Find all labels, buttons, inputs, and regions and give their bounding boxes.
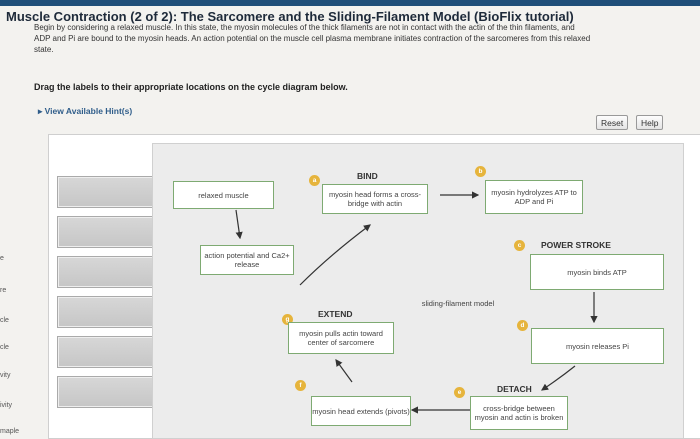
sidebar-item[interactable]: re [0, 287, 7, 294]
intro-line-1: Begin by considering a relaxed muscle. I… [34, 23, 575, 32]
sliding-filament-label: sliding-filament model [421, 299, 495, 308]
view-hints-link[interactable]: ▸ View Available Hint(s) [38, 106, 132, 117]
top-strip [0, 0, 700, 6]
releases-pi-node: myosin releases Pi [531, 328, 664, 364]
head-extends-node: myosin head extends (pivots) [311, 396, 411, 426]
marker-a-icon: a [309, 175, 320, 186]
intro-line-3: state. [34, 45, 54, 54]
bind-heading: BIND [357, 171, 378, 181]
reset-button[interactable]: Reset [596, 115, 629, 130]
sidebar-item[interactable]: cle [0, 317, 9, 324]
action-potential-node: action potential and Ca2+ release [200, 245, 294, 275]
label-bank-slot[interactable] [57, 216, 159, 248]
marker-g-icon: g [282, 314, 293, 325]
extend-heading: EXTEND [318, 309, 353, 319]
label-bank-slot[interactable] [57, 256, 159, 288]
sidebar-item[interactable]: maple [0, 428, 20, 435]
marker-d-icon: d [517, 320, 528, 331]
sidebar-item[interactable]: ivity [0, 402, 13, 409]
bind-node: myosin head forms a cross-bridge with ac… [322, 184, 428, 214]
binds-atp-node: myosin binds ATP [530, 254, 664, 290]
cross-bridge-broken-node: cross-bridge between myosin and actin is… [470, 396, 568, 430]
hydrolyze-atp-node: myosin hydrolyzes ATP to ADP and Pi [485, 180, 583, 214]
intro-text: Begin by considering a relaxed muscle. I… [34, 22, 694, 55]
marker-c-icon: c [514, 240, 525, 251]
pulls-actin-node: myosin pulls actin toward center of sarc… [288, 322, 394, 354]
intro-line-2: ADP and Pi are bound to the myosin heads… [34, 34, 591, 43]
hints-label: View Available Hint(s) [44, 106, 133, 116]
marker-e-icon: e [454, 387, 465, 398]
label-bank-slot[interactable] [57, 336, 159, 368]
sidebar-item[interactable]: e [0, 255, 4, 262]
relaxed-muscle-node: relaxed muscle [173, 181, 274, 209]
page-title: Muscle Contraction (2 of 2): The Sarcome… [6, 9, 574, 24]
triangle-right-icon: ▸ [38, 106, 43, 116]
power-stroke-heading: POWER STROKE [541, 240, 611, 250]
marker-b-icon: b [475, 166, 486, 177]
marker-f-icon: f [295, 380, 306, 391]
label-bank-slot[interactable] [57, 296, 159, 328]
label-bank-slot[interactable] [57, 176, 159, 208]
detach-heading: DETACH [497, 384, 532, 394]
sidebar-item[interactable]: vity [0, 372, 11, 379]
left-sidebar: e re cle cle vity ivity maple [0, 0, 28, 437]
help-button[interactable]: Help [636, 115, 664, 130]
sidebar-item[interactable]: cle [0, 344, 9, 351]
question-prompt: Drag the labels to their appropriate loc… [34, 82, 348, 92]
label-bank-slot[interactable] [57, 376, 159, 408]
